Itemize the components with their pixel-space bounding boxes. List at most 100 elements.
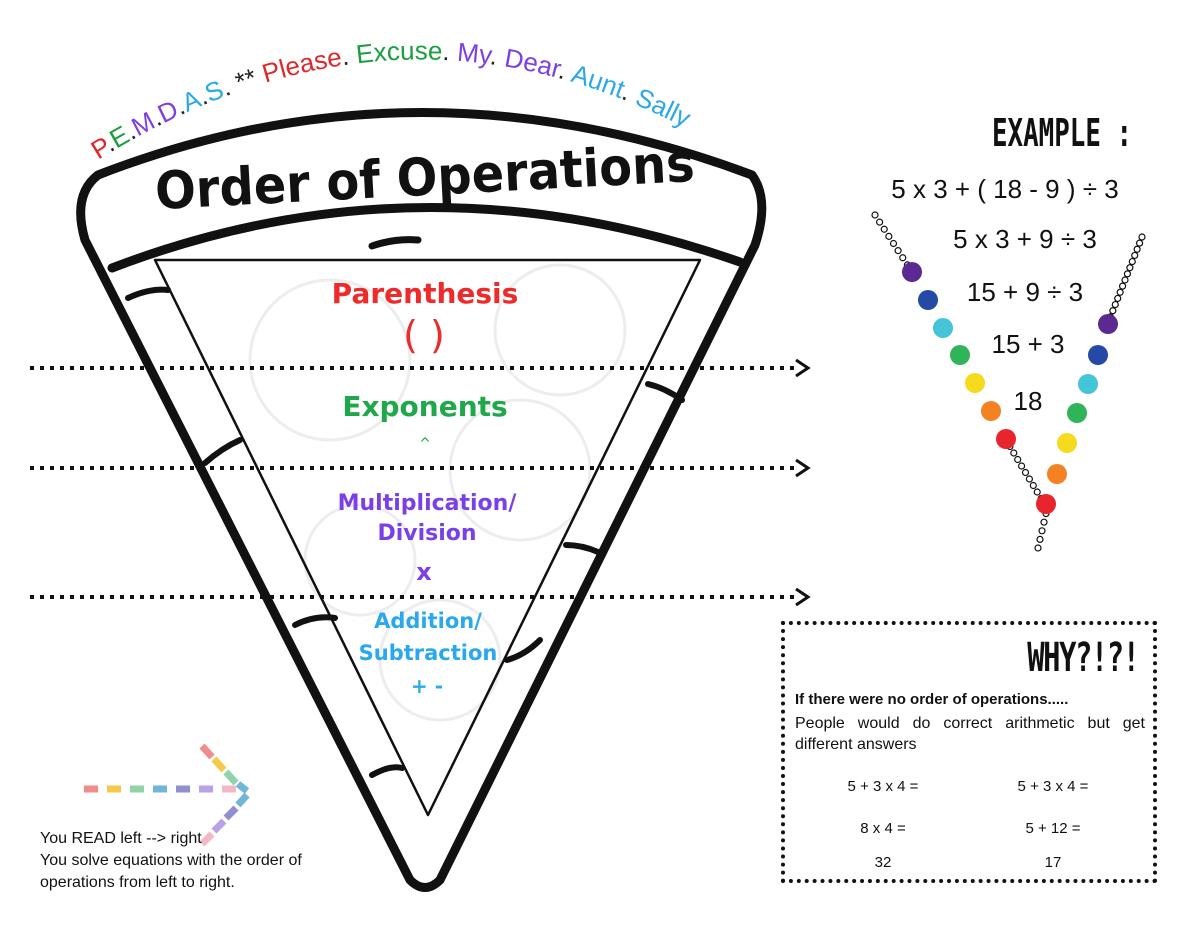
parenthesis-symbol: ( ) [403,313,445,357]
step-multiplication-division: Multiplication/ Division x [338,491,518,586]
necklace-link [1133,245,1141,253]
example-line-1: 5 x 3 + ( 18 - 9 ) ÷ 3 [891,174,1118,204]
why-box: WHY?!?! If there were no order of operat… [781,621,1157,883]
bottom-note-line-2: You solve equations with the order of [40,852,302,869]
step-addition-subtraction: Addition/ Subtraction + - [359,609,498,698]
necklace-bead [950,345,970,365]
necklace-bead [996,429,1016,449]
necklace-bead [918,290,938,310]
example-heading: EXAMPLE : [992,111,1132,155]
arrow-dash [211,818,227,834]
reading-arrows [30,358,811,607]
mnemonic-segment: . [442,36,458,67]
arrow-dash [211,756,227,773]
bottom-note-line-3: operations from left to right. [40,874,235,891]
necklace-link [1029,481,1037,490]
necklace-bead [1036,494,1056,514]
arrow-head-3 [795,587,811,607]
example-line-3: 15 + 9 ÷ 3 [967,277,1083,307]
necklace-link [1034,544,1042,552]
arrow-head-1 [795,358,811,378]
arrow-dash [223,805,239,821]
necklace-link [1121,276,1129,284]
mnemonic-segment: Dear [502,42,564,83]
left-equation-1: 5 + 3 x 4 = [847,778,919,795]
necklace-link [1109,307,1117,315]
arrow-dash [199,743,215,760]
exponents-symbol: ^ [419,436,431,452]
dashed-rainbow-arrow-icon [84,743,250,847]
necklace-link [894,247,902,255]
left-answer: 32 [874,854,892,871]
addition-subtraction-symbol: + - [411,674,443,698]
necklace-bead [1057,433,1077,453]
addition-label: Addition/ [374,609,482,633]
necklace-bead [1098,314,1118,334]
necklace-link [871,211,879,219]
why-title: WHY?!?! [1027,635,1141,681]
necklace-link [1114,294,1122,303]
multiplication-label: Multiplication/ [338,491,518,516]
necklace-bead [965,373,985,393]
necklace-link [1010,449,1018,457]
division-label: Division [377,521,476,546]
necklace-link [1126,264,1134,272]
mnemonic-segment: Excuse [355,35,443,69]
arrow-dash [199,831,215,847]
right-equation-2: 5 + 12 = [1025,820,1081,837]
mnemonic-segment: Please [259,42,344,89]
necklace-link [1033,488,1041,496]
necklace-link [1138,233,1146,241]
necklace-link [1118,282,1127,290]
arrow-dash [235,792,250,808]
necklace-link [1036,535,1044,544]
necklace-link [1123,270,1132,278]
arrow-dash [235,781,250,794]
parenthesis-label: Parenthesis [332,277,519,310]
necklace-bead [1078,374,1098,394]
necklace-link [1135,239,1144,247]
necklace-link [880,225,888,233]
necklace-link [876,218,884,226]
bead-necklace [871,211,1146,552]
step-parenthesis: Parenthesis ( ) [332,277,519,357]
multiplication-symbol: x [416,558,432,586]
example-line-2: 5 x 3 + 9 ÷ 3 [953,224,1097,254]
subtraction-label: Subtraction [359,641,498,665]
necklace-link [1038,527,1046,535]
arrow-head-2 [795,458,811,478]
step-exponents: Exponents ^ [342,390,507,452]
example-line-4: 15 + 3 [991,329,1064,359]
right-equation-1: 5 + 3 x 4 = [1017,778,1089,795]
why-question: If there were no order of operations....… [795,691,1069,708]
left-equation-2: 8 x 4 = [860,820,906,837]
necklace-bead [933,318,953,338]
exponents-label: Exponents [342,390,507,423]
necklace-link [1014,455,1022,464]
necklace-bead [1067,403,1087,423]
necklace-link [1131,251,1139,260]
example-line-5: 18 [1014,386,1043,416]
necklace-link [885,232,893,240]
bottom-note-line-1: You READ left --> right [40,830,202,847]
necklace-link [1116,288,1124,296]
why-explanation: People would do correct arithmetic but g… [795,715,1145,753]
mnemonic-segment: My [456,37,494,70]
necklace-bead [1047,464,1067,484]
necklace-link [1025,475,1034,483]
mnemonic-segment: Sally [631,82,695,133]
pizza-slice-outline [76,108,767,892]
mnemonic-segment: . [488,40,507,72]
mnemonic-segment: . [339,40,358,72]
necklace-link [1021,468,1030,477]
necklace-link [1128,257,1136,266]
necklace-link [889,239,898,248]
necklace-link [1040,518,1048,526]
necklace-link [1017,462,1026,470]
necklace-bead [1088,345,1108,365]
mnemonic-segment: Aunt [568,58,630,104]
right-answer: 17 [1044,854,1062,871]
bottom-note: You READ left --> right You solve equati… [40,828,302,894]
